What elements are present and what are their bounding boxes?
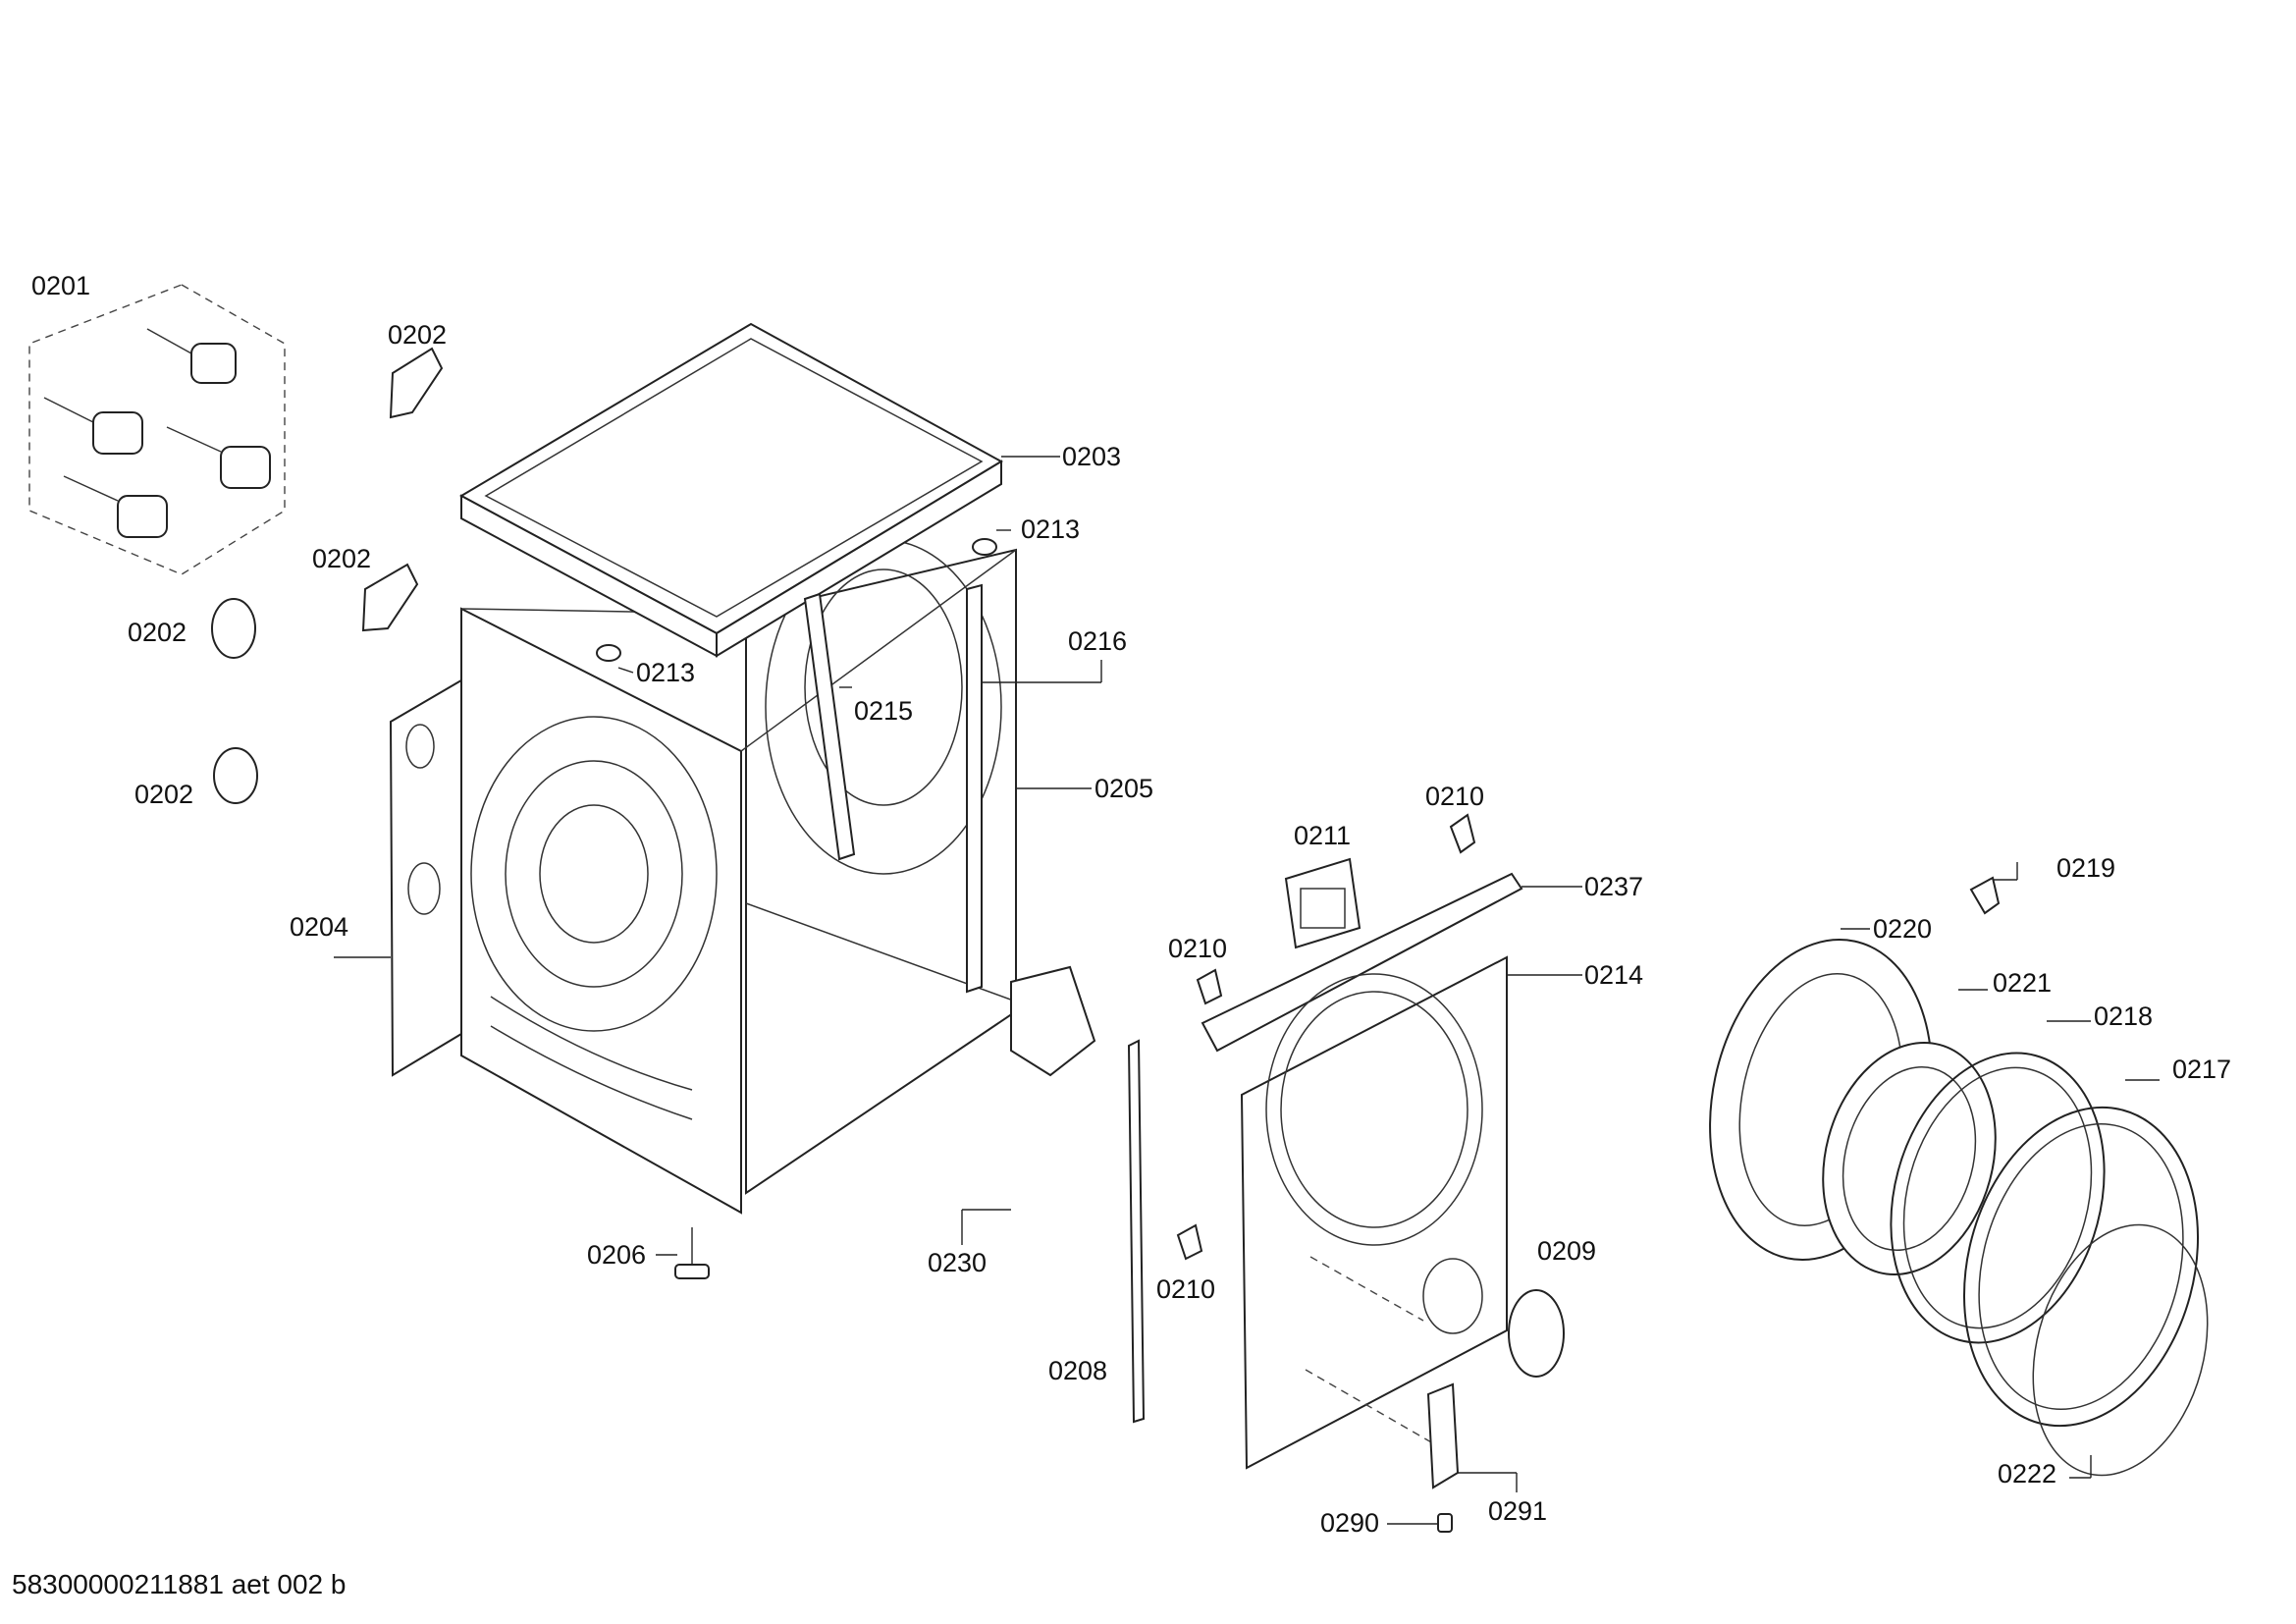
label-0213-b: 0213: [636, 658, 695, 687]
label-0208: 0208: [1048, 1356, 1107, 1385]
part-0210-clip-top[interactable]: [1449, 813, 1476, 854]
part-0202-clip-2[interactable]: [213, 747, 258, 804]
part-0214-front-panel[interactable]: [1240, 955, 1508, 1470]
part-0206-foot[interactable]: [674, 1227, 710, 1279]
part-0221-door-glass[interactable]: [1798, 1023, 2020, 1294]
part-0210-clip-left[interactable]: [1196, 968, 1223, 1005]
label-0202-b: 0202: [312, 544, 371, 573]
part-0202-bracket-middle[interactable]: [361, 563, 419, 632]
label-0202-a: 0202: [388, 320, 447, 350]
part-0213-pad-upper[interactable]: [972, 538, 997, 556]
label-0206: 0206: [587, 1240, 646, 1270]
part-0215-left-strut[interactable]: [803, 592, 856, 861]
part-0222-clamp-ring[interactable]: [2006, 1205, 2234, 1494]
label-0217: 0217: [2172, 1055, 2231, 1084]
label-0203: 0203: [1062, 442, 1121, 471]
label-0205: 0205: [1095, 774, 1153, 803]
label-0222: 0222: [1998, 1459, 2056, 1489]
part-0209-round-cover[interactable]: [1508, 1289, 1565, 1378]
part-0290-pin[interactable]: [1437, 1513, 1453, 1533]
part-0203-top-cover[interactable]: [458, 322, 1004, 658]
label-0202-d: 0202: [134, 780, 193, 809]
label-0210-a: 0210: [1425, 782, 1484, 811]
label-0218: 0218: [2094, 1001, 2153, 1031]
label-0210-c: 0210: [1156, 1274, 1215, 1304]
part-0210-clip-bottom[interactable]: [1176, 1223, 1203, 1261]
label-0201: 0201: [31, 271, 90, 300]
part-0202-clip-1[interactable]: [211, 598, 256, 659]
label-0204: 0204: [290, 912, 348, 942]
label-0221: 0221: [1993, 968, 2052, 998]
label-0290: 0290: [1320, 1508, 1379, 1538]
label-0211: 0211: [1294, 821, 1351, 850]
part-0202-bracket-upper[interactable]: [389, 347, 444, 419]
drawing-reference: 58300000211881 aet 002 b: [12, 1569, 347, 1599]
label-0209: 0209: [1537, 1236, 1596, 1266]
label-0291: 0291: [1488, 1496, 1547, 1526]
label-0214: 0214: [1584, 960, 1643, 990]
part-0217-door-outer-ring[interactable]: [1930, 1081, 2232, 1452]
label-0216: 0216: [1068, 626, 1127, 656]
label-0202-c: 0202: [128, 618, 187, 647]
label-0210-b: 0210: [1168, 934, 1227, 963]
label-0219: 0219: [2056, 853, 2115, 883]
label-0220: 0220: [1873, 914, 1932, 944]
part-0230-support[interactable]: [1010, 965, 1096, 1077]
label-0230: 0230: [928, 1248, 987, 1277]
label-0213-a: 0213: [1021, 514, 1080, 544]
part-0201-feet-kit[interactable]: [28, 284, 286, 575]
part-0219-handle[interactable]: [1969, 876, 2001, 915]
part-0213-pad-lower[interactable]: [596, 644, 621, 662]
part-0211-control-box[interactable]: [1284, 857, 1362, 949]
label-0237: 0237: [1584, 872, 1643, 901]
part-0204-side-panel[interactable]: [389, 676, 467, 1077]
label-0215: 0215: [854, 696, 913, 726]
part-0216-right-strut[interactable]: [966, 583, 983, 994]
part-0291-hinge[interactable]: [1426, 1382, 1460, 1489]
part-0218-door-inner-ring[interactable]: [1860, 1029, 2135, 1367]
part-0237-crossbar[interactable]: [1201, 872, 1523, 1053]
part-0208-rod[interactable]: [1127, 1039, 1146, 1424]
